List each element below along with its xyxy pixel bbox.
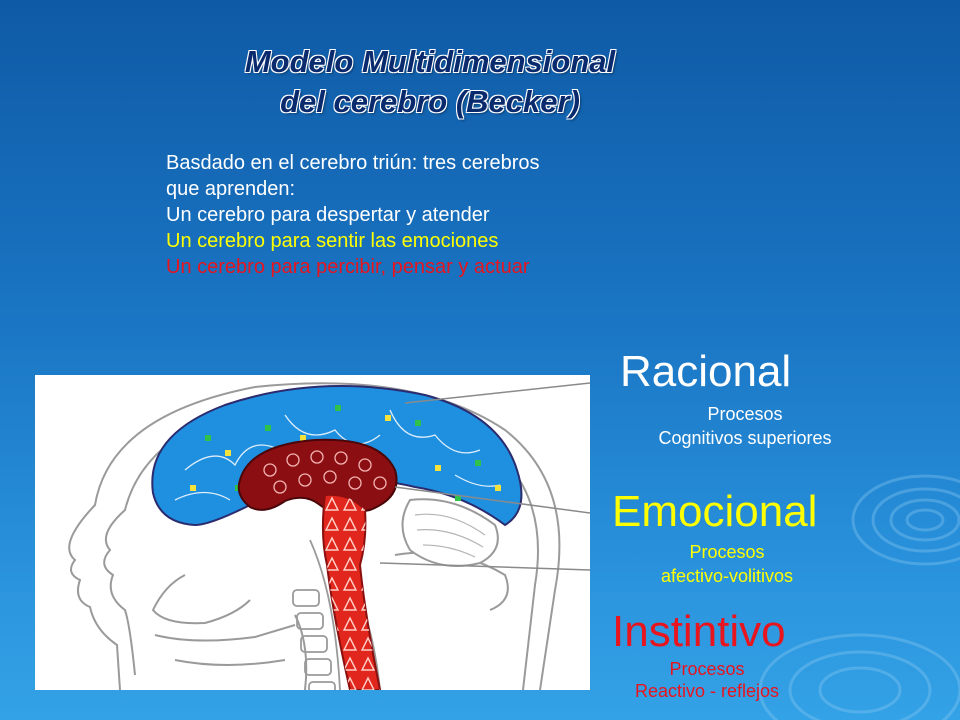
label-instintivo-desc-1: Procesos <box>669 659 745 679</box>
intro-line-4: Un cerebro para sentir las emociones <box>166 230 499 252</box>
intro-line-2: que aprenden: <box>166 178 296 200</box>
intro-text: Basdado en el cerebro triún: tres cerebr… <box>166 150 726 280</box>
intro-line-5: Un cerebro para percibir, pensar y actua… <box>166 256 530 278</box>
label-racional-desc-2: Cognitivos superiores <box>658 428 832 448</box>
intro-line-3: Un cerebro para despertar y atender <box>166 204 490 226</box>
intro-line-1: Basdado en el cerebro triún: tres cerebr… <box>166 152 540 174</box>
title-line-2: del cerebro (Becker) <box>280 84 580 119</box>
title-line-1: Modelo Multidimensional <box>244 44 616 79</box>
label-emocional: Emocional Procesos afectivo-volitivos <box>612 490 852 588</box>
label-instintivo-title: Instintivo <box>612 607 786 656</box>
label-instintivo: Instintivo Procesos Reactivo - reflejos <box>612 610 812 702</box>
label-emocional-desc-2: afectivo-volitivos <box>660 566 794 586</box>
brain-illustration <box>35 375 590 690</box>
label-emocional-title: Emocional <box>612 487 818 536</box>
label-instintivo-desc-2: Reactivo - reflejos <box>634 681 780 701</box>
label-racional-title: Racional <box>620 347 792 396</box>
label-racional-desc-1: Procesos <box>707 404 783 424</box>
head-outline <box>68 382 561 690</box>
label-emocional-desc-1: Procesos <box>689 542 765 562</box>
slide-title: Modelo Multidimensional del cerebro (Bec… <box>120 42 740 122</box>
label-racional: Racional Procesos Cognitivos superiores <box>620 350 890 450</box>
